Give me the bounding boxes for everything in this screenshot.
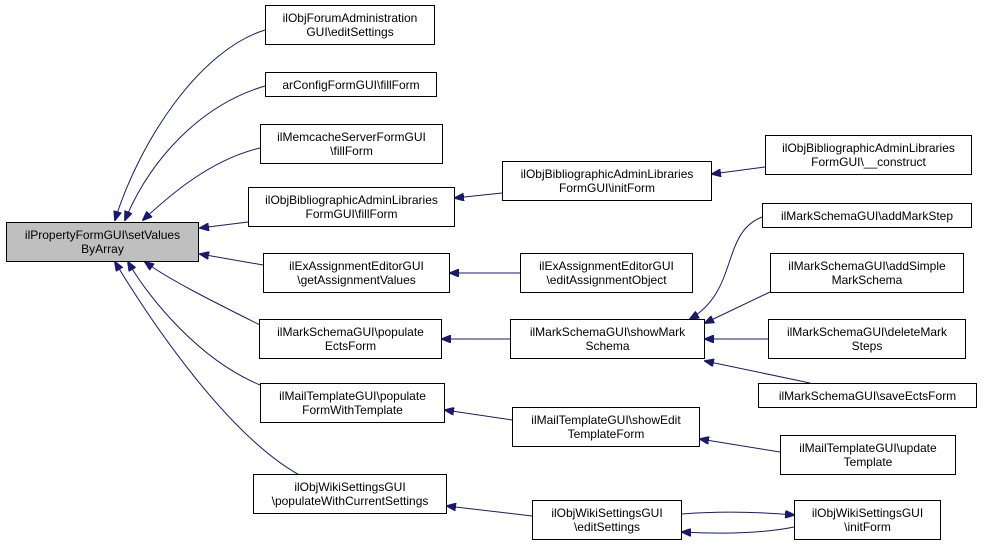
edge-wiki-edit-to-wiki-init: [681, 512, 794, 515]
node-exassign-editassignmentobject[interactable]: ilExAssignmentEditorGUI \editAssignmentO…: [520, 253, 693, 293]
edge-exassign-get-to-root: [200, 254, 264, 266]
node-biblio-construct[interactable]: ilObjBibliographicAdminLibraries FormGUI…: [765, 135, 972, 175]
node-mail-populate-formwithtemplate[interactable]: ilMailTemplateGUI\populate FormWithTempl…: [260, 383, 445, 423]
node-mark-addmarkstep[interactable]: ilMarkSchemaGUI\addMarkStep: [762, 203, 972, 228]
edge-wiki-populate-to-root: [115, 262, 306, 479]
edge-memcache-to-root: [143, 147, 261, 220]
edge-mail-update-to-mail-show: [700, 439, 781, 453]
edge-mark-add-step-to-mark-show: [690, 215, 766, 319]
edge-mark-add-simple-to-mark-show: [705, 291, 771, 323]
edge-forum-admin-to-root: [115, 29, 266, 220]
node-wiki-initform[interactable]: ilObjWikiSettingsGUI \initForm: [794, 500, 941, 540]
node-memcache-fillform[interactable]: ilMemcacheServerFormGUI \fillForm: [260, 124, 443, 164]
edge-biblio-construct-to-biblio-init: [712, 166, 766, 174]
edge-wiki-edit-to-wiki-populate: [447, 506, 533, 517]
node-mail-showedittemplateform[interactable]: ilMailTemplateGUI\showEdit TemplateForm: [512, 407, 700, 447]
edge-mail-show-to-mail-populate: [445, 410, 513, 421]
node-wiki-populatewithcurrentsettings[interactable]: ilObjWikiSettingsGUI \populateWithCurren…: [253, 474, 447, 514]
node-mark-deletemarksteps[interactable]: ilMarkSchemaGUI\deleteMark Steps: [768, 319, 966, 359]
node-mark-addsimplemarkschema[interactable]: ilMarkSchemaGUI\addSimple MarkSchema: [770, 253, 964, 293]
edge-arconfig-to-root: [125, 85, 266, 220]
node-wiki-editsettings[interactable]: ilObjWikiSettingsGUI \editSettings: [532, 500, 682, 540]
node-biblio-initform[interactable]: ilObjBibliographicAdminLibraries FormGUI…: [502, 161, 712, 201]
node-mark-populate-ectsform[interactable]: ilMarkSchemaGUI\populate EctsForm: [259, 319, 442, 359]
edge-biblio-init-to-biblio-fill: [455, 192, 503, 198]
node-biblio-fillform[interactable]: ilObjBibliographicAdminLibraries FormGUI…: [248, 187, 455, 227]
edge-mark-populate-to-root: [145, 262, 261, 326]
node-mark-saveectsform[interactable]: ilMarkSchemaGUI\saveEctsForm: [758, 383, 977, 408]
node-forum-administration-editsettings[interactable]: ilObjForumAdministration GUI\editSetting…: [265, 5, 435, 45]
edge-wiki-init-to-wiki-edit: [682, 526, 795, 533]
edge-biblio-fill-to-root: [200, 221, 249, 228]
node-root-setvaluesbyarray: ilPropertyFormGUI\setValues ByArray: [6, 222, 199, 262]
node-mark-showmarkschema[interactable]: ilMarkSchemaGUI\showMark Schema: [510, 319, 705, 359]
edge-mark-save-to-mark-show: [705, 361, 811, 384]
edge-mail-populate-to-root: [128, 262, 261, 386]
node-arconfig-fillform[interactable]: arConfigFormGUI\fillForm: [265, 72, 437, 97]
node-mail-updatetemplate[interactable]: ilMailTemplateGUI\update Template: [780, 435, 956, 475]
node-exassign-getassignmentvalues[interactable]: ilExAssignmentEditorGUI \getAssignmentVa…: [263, 253, 450, 293]
